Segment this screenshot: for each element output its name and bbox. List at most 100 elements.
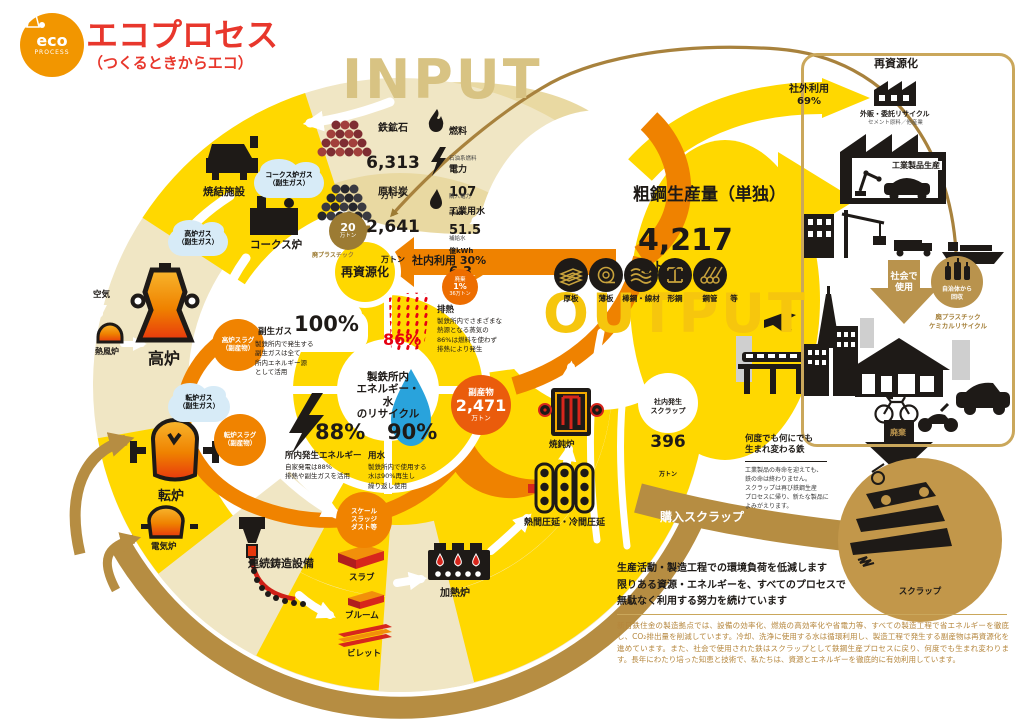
logo-eco-text: eco [36, 31, 68, 51]
bf-slag-circle: 高炉スラグ （副産物） [212, 319, 264, 371]
fuel-block: 燃料 石油系燃料 107 千kl [449, 108, 477, 238]
annealing-furnace-icon [538, 388, 604, 436]
reheating-furnace-icon [428, 543, 490, 580]
byproduct-unit: 万トン [471, 413, 491, 422]
airplane-icon [764, 312, 796, 332]
footer-body: 新日鉄住金の製造拠点では、設備の効率化、燃焼の高効率化や省電力等、すべての製造工… [617, 621, 1009, 664]
scale-sludge-circle: スケール スラッジ ダスト等 [336, 492, 392, 548]
footer-divider [617, 614, 1007, 615]
heat-name: 排熱 [437, 305, 455, 315]
disposal-arrow [865, 420, 933, 474]
gas-pct: 100% [294, 312, 359, 336]
iron-ore-block: 鉄鉱石 6,313 万トン [358, 104, 428, 219]
flow-arrows [93, 97, 633, 619]
gas-name: 副生ガス [258, 327, 293, 337]
rolling-label: 熱間圧延・冷間圧延 [524, 518, 606, 528]
scrap-label: スクラップ [898, 587, 942, 597]
byproduct-value: 2,471 [455, 395, 507, 415]
footer-headline: 生産活動・製造工程での環境負荷を低減します 限りある資源・エネルギーを、すべての… [617, 563, 846, 607]
blast-furnace-icon [130, 263, 200, 343]
heat-pct: 86% [383, 330, 422, 349]
coal-name: 原料炭 [378, 186, 408, 198]
plastic-return-line [390, 45, 958, 253]
blast-furnace-label: 高炉 [148, 349, 181, 368]
internal-scrap-block: 社内発生 スクラップ 396 万トン [636, 379, 700, 497]
water-name: 工業用水 [449, 206, 486, 217]
municipal-collect-circle [931, 256, 983, 308]
billet-icon [338, 624, 392, 647]
eaf-icon [141, 505, 198, 539]
product-label-shape: 形鋼 [667, 294, 683, 303]
house-icon [848, 338, 950, 370]
power-bolt-icon [431, 147, 446, 176]
waste-l3: 36万トン [449, 290, 471, 297]
gas-desc: 製鉄所内で発生する 副生ガスは全て 所内エネルギー源 として活用 [255, 340, 314, 377]
input-heading: INPUT [342, 48, 543, 111]
slab-icon [338, 545, 384, 569]
coal-value: 2,641 [366, 216, 420, 237]
coal-block: 原料炭 2,641 万トン [358, 168, 428, 283]
reheating-label: 加熱炉 [440, 588, 470, 599]
plate-product-icon [554, 258, 588, 292]
product-label-sheet: 薄板 [598, 294, 614, 303]
car-icon [956, 382, 1010, 415]
right-recycle-sub: 外販・委託リサイクル [860, 110, 930, 118]
society-use-arrow [870, 260, 938, 324]
page-title: エコプロセス [86, 16, 279, 54]
output-heading: OUTPUT [543, 282, 808, 345]
bof-gas-cloud: 転炉ガス （副生ガス） [168, 383, 230, 422]
recycle-factory-icon [874, 81, 916, 106]
bof-gas-label: 転炉ガス （副生ガス） [178, 394, 220, 411]
product-label-plate: 厚板 [563, 294, 579, 303]
power-name: 電力 [449, 164, 468, 175]
water-drop-icon [391, 369, 431, 446]
product-label-etc: 等 [730, 294, 738, 303]
fuel-flame-icon [428, 109, 444, 132]
motorcycle-icon [918, 402, 958, 432]
arrow-to-society [778, 152, 856, 248]
eco-logo: eco PROCESS [20, 13, 84, 77]
coke-oven-label: コークス炉 [250, 239, 303, 251]
scrap-to-eaf-arrow [102, 532, 142, 593]
plastic-20-circle: 20 万トン [329, 212, 367, 250]
fuel-sub: 石油系燃料 [449, 156, 477, 163]
power-unit: 億kWh [449, 246, 474, 255]
industry-factory-icon [840, 134, 946, 204]
bloom-icon [348, 591, 384, 609]
plastic-chem-label: 廃プラスチック ケミカルリサイクル [929, 313, 987, 330]
bof-slag-label: 転炉スラグ （副産物） [223, 431, 257, 447]
bf-gas-label: 高炉ガス （副生ガス） [177, 230, 219, 247]
sintering-label: 焼結施設 [203, 186, 245, 198]
energy-desc: 自家発電は88% 排熱や副生ガスを活用 [285, 463, 350, 481]
disposal-label: 廃棄 [890, 428, 906, 437]
bf-slag-label: 高炉スラグ （副産物） [221, 336, 255, 352]
reborn-divider [745, 461, 827, 462]
slab-label: スラブ [349, 573, 375, 583]
reborn-title: 何度でも何にでも 生まれ変わる鉄 [745, 434, 814, 456]
production-value-row: 4,217 万トン [638, 204, 733, 277]
internal-scrap-circle [638, 373, 698, 433]
plastic-20-unit: 万トン [339, 233, 357, 240]
bloom-label: ブルーム [345, 611, 379, 621]
water-small-drop-icon [430, 189, 442, 209]
waste-l1: 廃棄 [454, 276, 466, 283]
internal-use-label: 社内利用 30% [412, 254, 487, 267]
municipal-label: 自治体から 回収 [941, 286, 972, 301]
gas-cloud-100 [276, 297, 368, 352]
byproduct-circle: 副産物 2,471 万トン [451, 375, 511, 435]
production-unit: 万トン [638, 260, 680, 277]
power-value: 51.5 [449, 222, 482, 238]
scale-sludge-label: スケール スラッジ ダスト等 [351, 507, 377, 531]
society-use-label: 社会で 使用 [890, 272, 918, 294]
production-value: 4,217 [638, 222, 733, 258]
bar-wire-product-icon [624, 258, 658, 292]
iron-ore-unit: 万トン [381, 191, 405, 201]
recycle-circle [335, 242, 395, 302]
logo-process-text: PROCESS [34, 49, 70, 57]
air-label: 空気 [93, 290, 111, 300]
caster-label: 連続鋳造設備 [248, 557, 314, 570]
flask-icon [21, 14, 45, 28]
annealing-label: 焼鈍炉 [549, 440, 575, 450]
